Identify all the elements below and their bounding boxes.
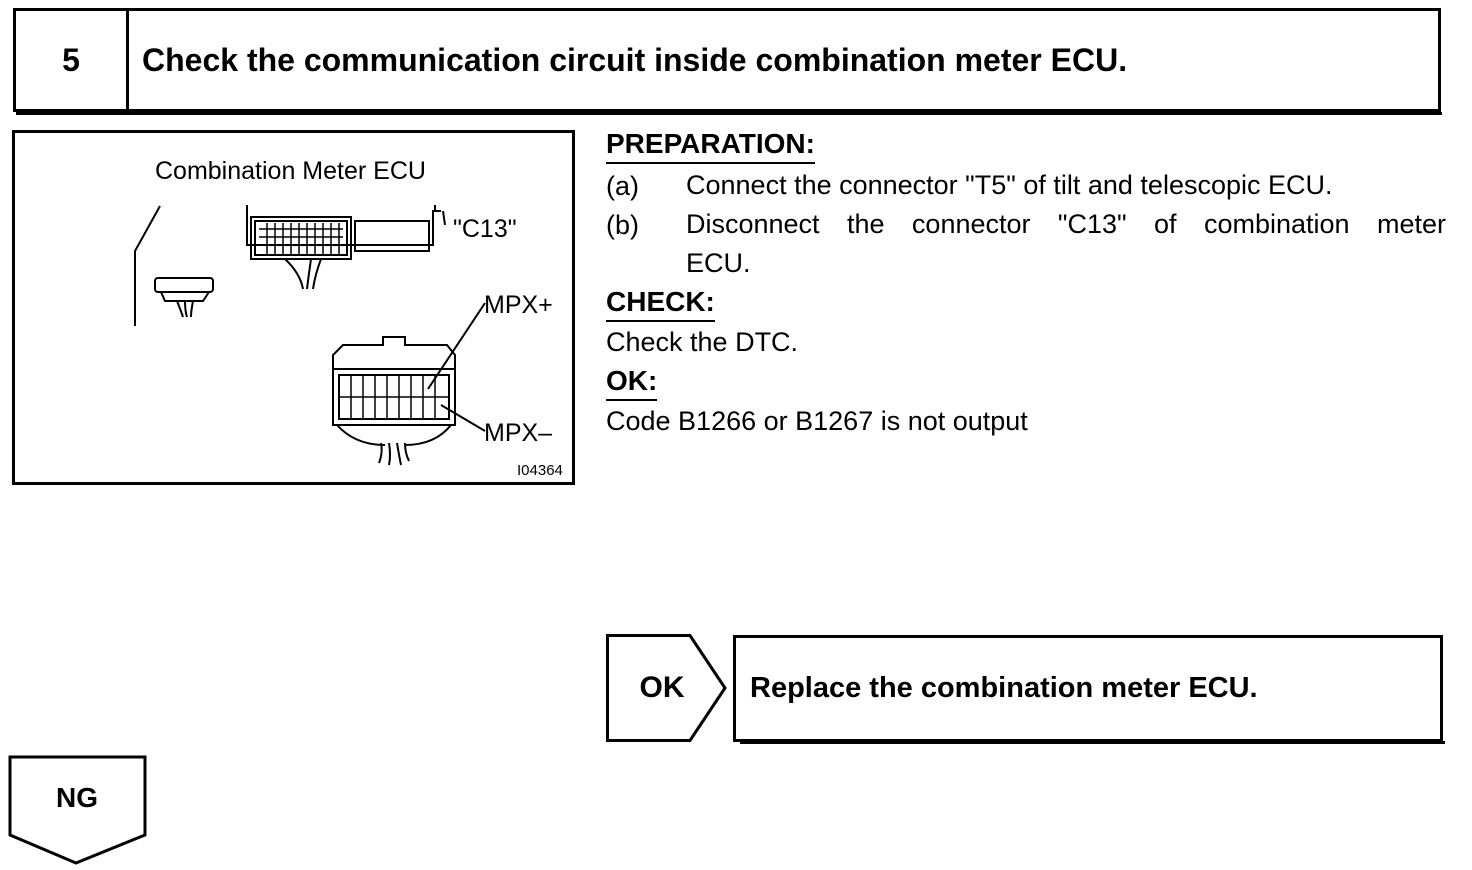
meter-connector-pins (259, 223, 343, 255)
c13-connector-body (332, 368, 456, 426)
step-title: Check the communication circuit inside c… (142, 41, 1128, 78)
pin-plus-label: MPX+ (484, 291, 553, 319)
ng-arrow-icon (8, 755, 147, 865)
check-heading: CHECK: (606, 286, 715, 322)
step-header: 5 Check the communication circuit inside… (13, 8, 1442, 115)
preparation-heading: PREPARATION: (606, 128, 815, 164)
figure-title: Combination Meter ECU (155, 157, 426, 185)
c13-connector-bottom (336, 424, 452, 446)
prep-item-b-letter: (b) (606, 210, 639, 240)
connector-illustration: Combination Meter ECU "C13" MPX+ MPX– I0… (12, 130, 575, 485)
connector-drawing (134, 205, 486, 466)
ok-arrow-icon (606, 634, 727, 742)
prep-item-a-letter: (a) (606, 171, 639, 201)
prep-item-b-text-cont: ECU. (686, 248, 751, 278)
ok-action-box: Replace the combination meter ECU. (733, 635, 1445, 744)
dash-outline-left (134, 205, 161, 326)
c13-harness (378, 442, 410, 466)
small-connector-wires (176, 300, 194, 318)
ok-criteria-text: Code B1266 or B1267 is not output (606, 406, 1028, 436)
dash-outline-top (246, 205, 436, 211)
mpx-plus-leader (427, 302, 486, 390)
c13-connector-top (332, 336, 456, 369)
c13-connector-pins (339, 375, 449, 419)
ok-label: OK (639, 671, 685, 704)
meter-display-window (354, 220, 430, 252)
figure-id: I04364 (517, 462, 563, 479)
ok-action-text: Replace the combination meter ECU. (750, 672, 1258, 704)
ng-label: NG (56, 782, 98, 813)
connector-label: "C13" (453, 215, 517, 243)
small-connector (154, 277, 214, 293)
mpx-minus-leader (440, 404, 486, 432)
c13-leader (442, 210, 446, 226)
small-connector-base (160, 291, 210, 302)
meter-harness (284, 258, 322, 290)
check-text: Check the DTC. (606, 327, 799, 357)
pin-minus-label: MPX– (484, 419, 553, 447)
prep-item-a-text: Connect the connector "T5" of tilt and t… (686, 170, 1333, 200)
meter-connector-body (250, 216, 352, 260)
step-number: 5 (16, 11, 129, 109)
ok-heading: OK: (606, 365, 658, 401)
meter-connector-face (254, 220, 348, 256)
meter-housing (246, 210, 441, 246)
prep-item-b-text: Disconnect the connector "C13" of combin… (686, 209, 1446, 239)
